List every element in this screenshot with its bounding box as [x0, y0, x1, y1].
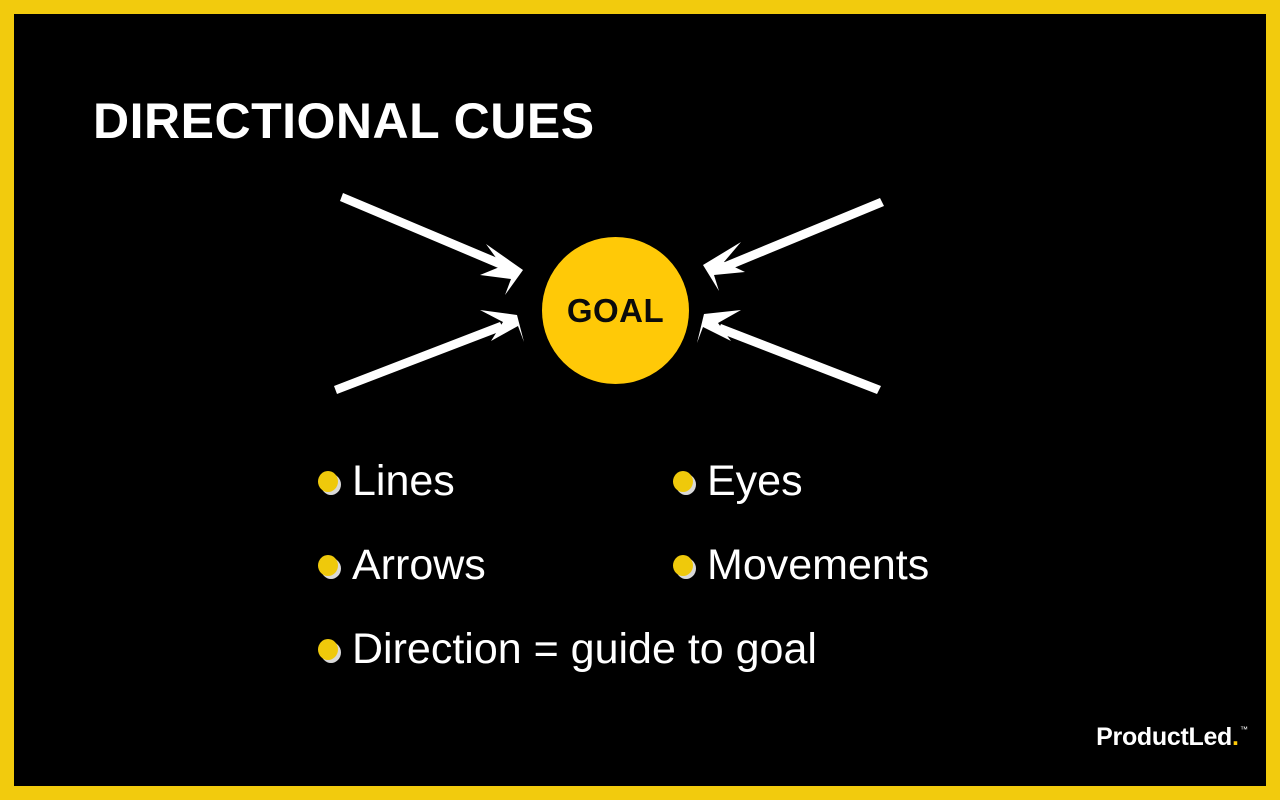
- bullet-label: Arrows: [352, 541, 486, 589]
- bullet-label: Direction = guide to goal: [352, 625, 817, 673]
- bullet-list: Lines Eyes Arrows Movements: [318, 460, 1218, 712]
- bullet-dot-icon: [318, 639, 338, 660]
- arrow-bottom-right-icon: [697, 310, 881, 394]
- bullet-dot-icon: [318, 555, 338, 576]
- bullet-row: Arrows Movements: [318, 544, 1218, 628]
- logo-dot: .: [1232, 723, 1239, 751]
- list-item: Lines: [318, 460, 455, 503]
- logo-wordmark: ProductLed: [1096, 723, 1233, 751]
- bullet-label: Lines: [352, 457, 455, 505]
- bullet-label: Eyes: [707, 457, 803, 505]
- bullet-dot-icon: [673, 471, 693, 492]
- bullet-dot-icon: [318, 471, 338, 492]
- bullet-row: Lines Eyes: [318, 460, 1218, 544]
- productled-logo: ProductLed . ™: [1096, 725, 1248, 750]
- bullet-label: Movements: [707, 541, 930, 589]
- list-item: Eyes: [673, 460, 803, 503]
- list-item: Direction = guide to goal: [318, 628, 817, 671]
- list-item: Movements: [673, 544, 929, 587]
- goal-label: GOAL: [566, 291, 665, 329]
- arrow-bottom-left-icon: [334, 310, 524, 394]
- bullet-row: Direction = guide to goal: [318, 628, 1218, 712]
- slide-canvas: DIRECTIONAL CUES: [14, 14, 1266, 786]
- arrow-top-right-icon: [703, 198, 884, 291]
- trademark-icon: ™: [1240, 725, 1248, 734]
- goal-circle: GOAL: [542, 237, 689, 384]
- page-title: DIRECTIONAL CUES: [93, 93, 595, 149]
- bullet-dot-icon: [673, 555, 693, 576]
- arrow-top-left-icon: [340, 193, 523, 295]
- list-item: Arrows: [318, 544, 486, 587]
